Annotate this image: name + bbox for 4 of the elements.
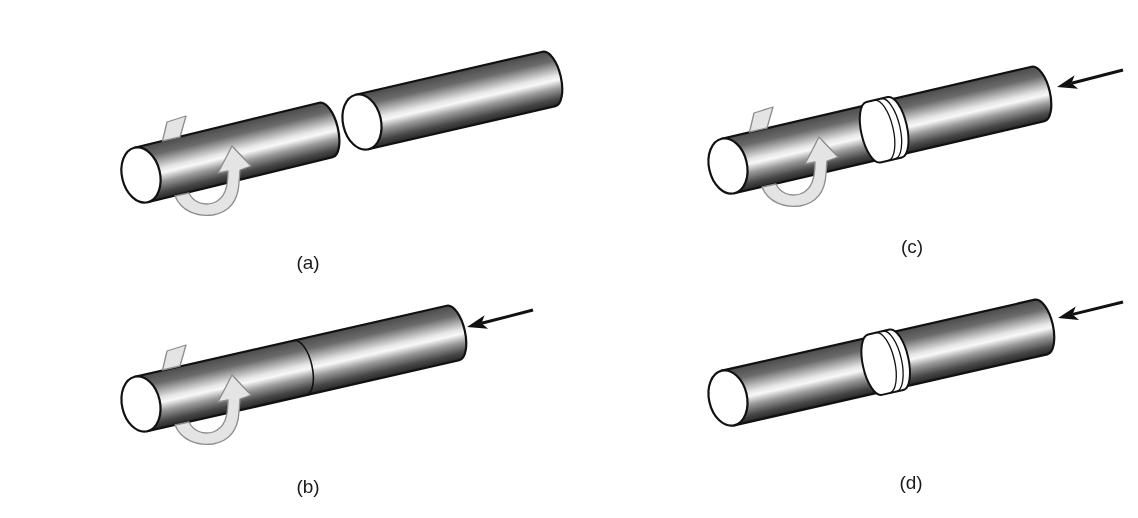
panel-label: (b) xyxy=(296,476,320,498)
panel-label: (a) xyxy=(296,252,320,274)
panel-label: (d) xyxy=(899,472,923,494)
panel-label: (c) xyxy=(900,236,924,258)
